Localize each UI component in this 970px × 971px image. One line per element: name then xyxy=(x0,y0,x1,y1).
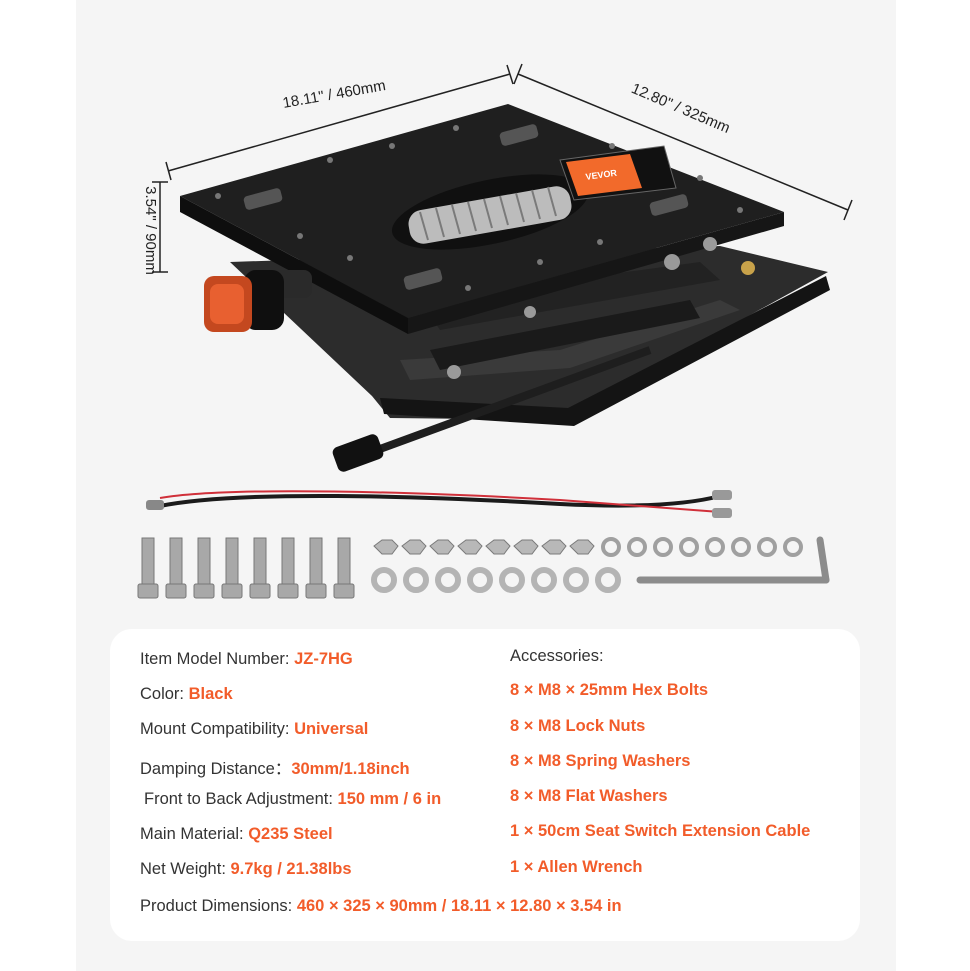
top-plate: VEVOR xyxy=(180,104,784,334)
warning-label: VEVOR xyxy=(559,145,677,201)
accessory-item: 8 × M8 Lock Nuts xyxy=(510,717,646,735)
specifications-card: Item Model Number: JZ-7HG Color: Black M… xyxy=(110,629,860,941)
spec-color: Color: Black xyxy=(140,685,233,703)
extension-cable xyxy=(146,490,732,518)
accessory-item: 8 × M8 Flat Washers xyxy=(510,787,668,805)
spring-washers xyxy=(601,537,803,557)
spec-mount: Mount Compatibility: Universal xyxy=(140,720,369,738)
flat-washers xyxy=(371,567,621,593)
spring xyxy=(408,186,572,244)
spec-material: Main Material: Q235 Steel xyxy=(140,825,333,843)
seat-slider-illustration: VEVOR xyxy=(137,63,853,599)
lock-nuts xyxy=(373,539,595,555)
dimension-height-line xyxy=(152,181,168,273)
accessory-item: 1 × Allen Wrench xyxy=(510,858,643,876)
hex-bolts xyxy=(137,537,355,599)
spec-model: Item Model Number: JZ-7HG xyxy=(140,650,353,668)
dimension-width-line xyxy=(165,64,514,181)
adjustment-knob xyxy=(204,270,312,332)
spec-damping: Damping Distance：30mm/1.18inch xyxy=(140,760,410,778)
allen-wrench xyxy=(636,536,830,584)
accessory-item: 8 × M8 Spring Washers xyxy=(510,752,691,770)
accessories-title: Accessories: xyxy=(510,647,604,665)
height-dimension-label: 3.54" / 90mm xyxy=(141,186,159,275)
spec-dimensions: Product Dimensions: 460 × 325 × 90mm / 1… xyxy=(140,897,622,915)
dimension-depth-line xyxy=(513,63,853,221)
spec-adjustment: Front to Back Adjustment: 150 mm / 6 in xyxy=(144,790,442,808)
spec-weight: Net Weight: 9.7kg / 21.38lbs xyxy=(140,860,352,878)
accessory-item: 1 × 50cm Seat Switch Extension Cable xyxy=(510,822,811,840)
release-bar xyxy=(332,346,652,472)
brand-label: VEVOR xyxy=(585,168,618,182)
accessory-item: 8 × M8 × 25mm Hex Bolts xyxy=(510,681,709,699)
